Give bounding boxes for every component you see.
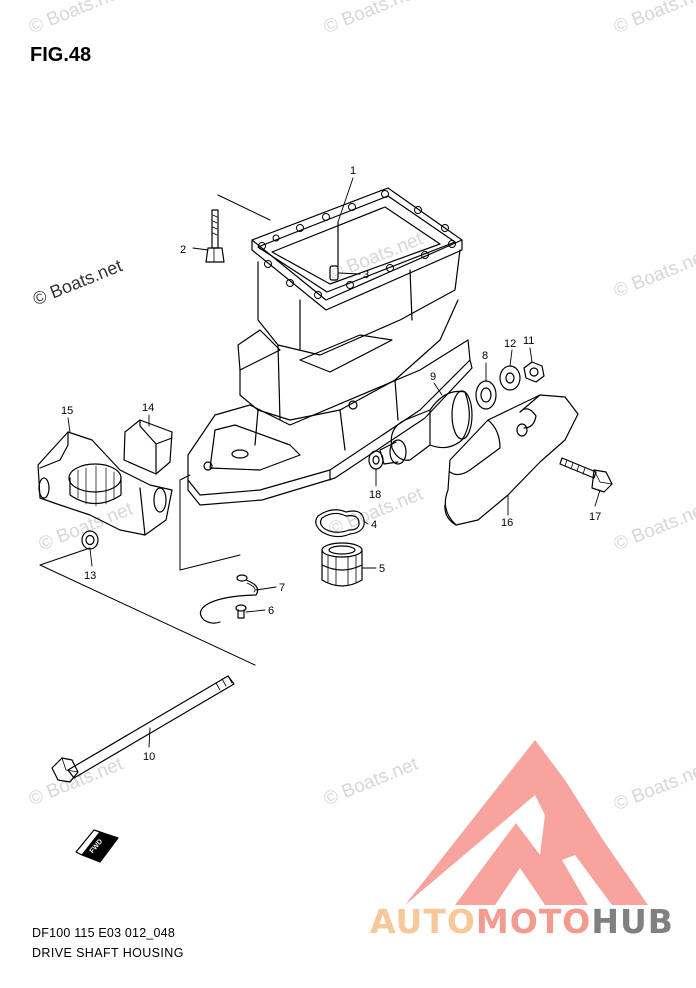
callout-1: 1 [350,165,356,177]
figure-title: FIG.48 [30,44,92,66]
brand-auto: AUTO [370,902,476,941]
drive-shaft-housing [187,187,473,506]
callout-6: 6 [268,605,274,617]
callout-18: 18 [369,489,381,501]
callout-16: 16 [501,517,513,529]
brand-moto: MOTO [475,902,592,941]
callout-4: 4 [371,519,377,531]
callout-9: 9 [430,371,436,383]
rubber-pad-part-14 [123,419,173,475]
callout-17: 17 [589,511,601,523]
callout-13: 13 [84,570,96,582]
bolt-part-17 [559,457,613,493]
washer-part-8 [475,380,497,410]
callout-5: 5 [379,563,385,575]
dowel-pin-part-3 [329,221,339,281]
gasket-part-4 [315,509,365,538]
washer-part-12 [499,365,521,391]
bushing-part-5 [321,542,363,587]
callout-15: 15 [61,405,73,417]
screw-part-6 [235,604,247,619]
automotohub-logo-icon [405,740,648,905]
callout-14: 14 [142,402,154,414]
brand-hub: HUB [591,902,674,941]
callout-numbers: 1 2 3 4 5 6 7 8 9 10 11 12 13 14 15 16 1… [61,165,601,763]
cover-part-16 [444,394,579,526]
washer-part-18 [368,450,384,470]
callout-12: 12 [504,338,516,350]
callout-2: 2 [180,244,186,256]
reference-lines [39,194,271,666]
callout-3: 3 [363,269,369,281]
callout-8: 8 [482,350,488,362]
diagram-name: DRIVE SHAFT HOUSING [32,946,184,960]
ground-wire-part-7 [199,574,259,624]
mount-bracket-part-15 [37,431,173,536]
leader-lines [67,177,601,748]
washer-part-13 [81,530,99,550]
bolt-part-2 [205,209,225,263]
automotohub-wordmark: AUTOMOTOHUB [370,902,674,941]
callout-7: 7 [279,582,285,594]
nut-part-11 [523,361,545,383]
callout-11: 11 [523,335,534,347]
through-bolt-part-10 [51,675,235,783]
callout-10: 10 [143,751,155,763]
forward-arrow-icon [75,829,119,863]
diagram-code: DF100 115 E03 012_048 [32,926,175,940]
